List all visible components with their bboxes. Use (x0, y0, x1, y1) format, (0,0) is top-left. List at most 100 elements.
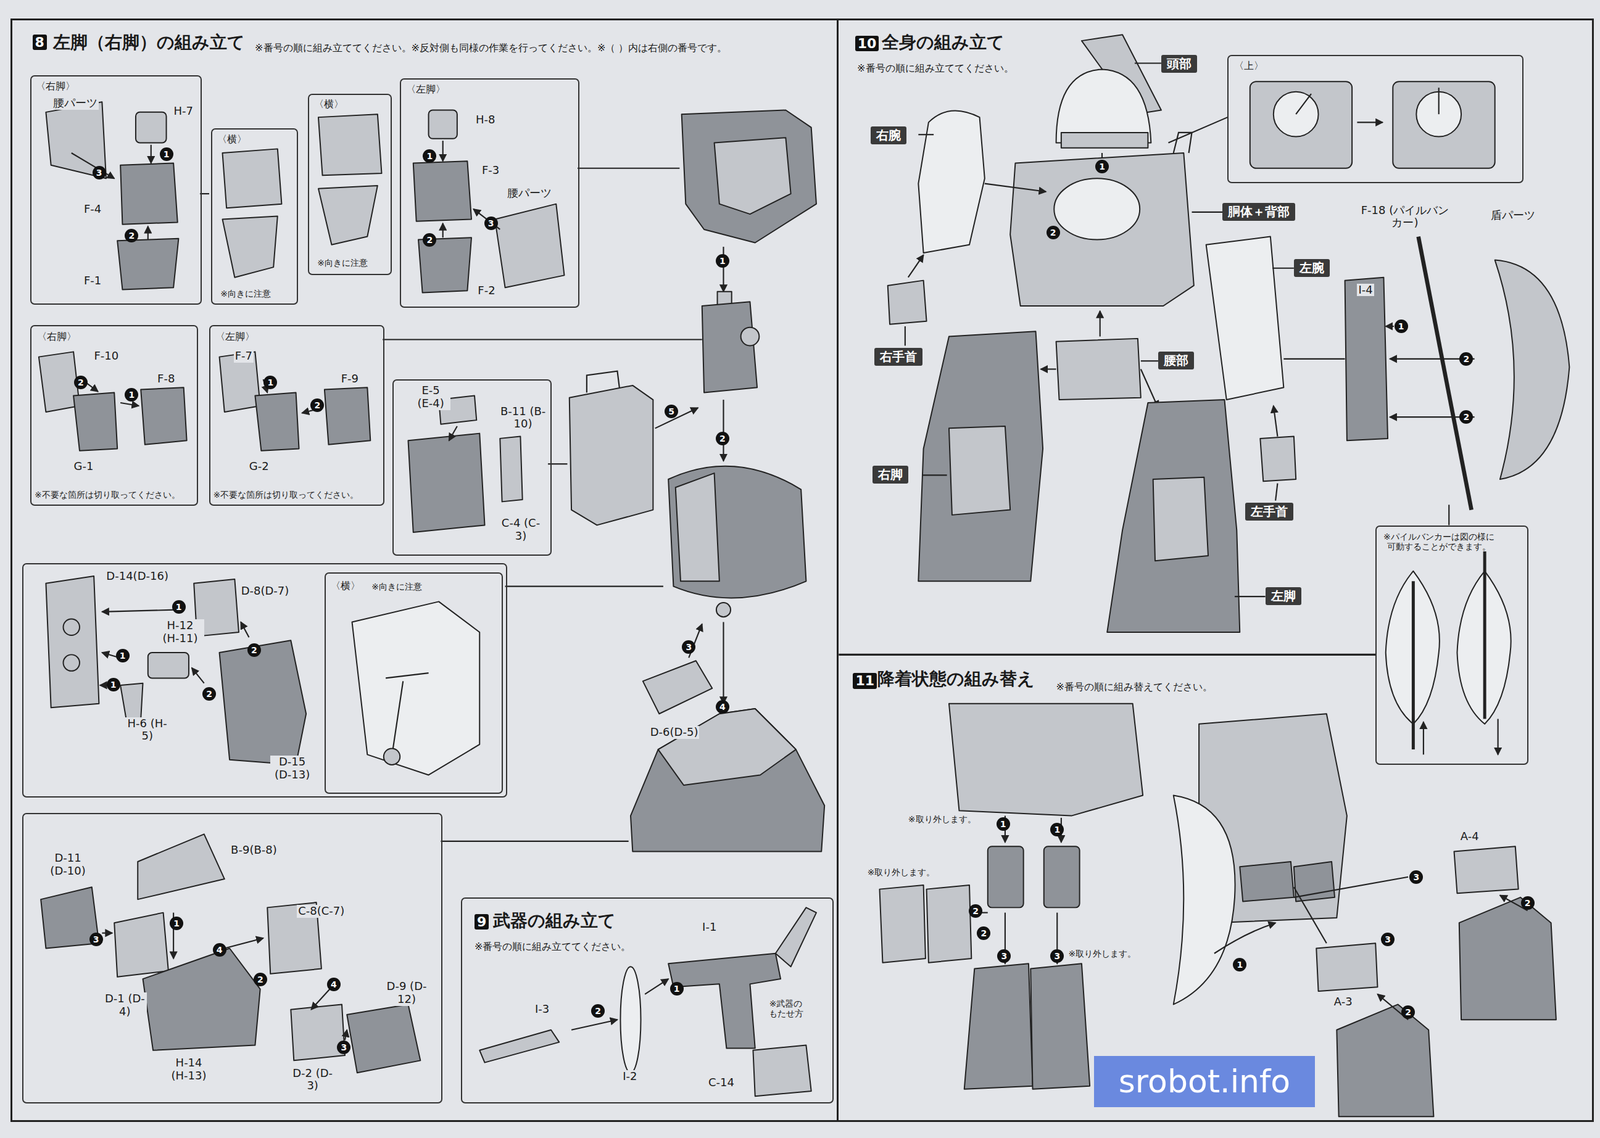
drawing-part (1153, 477, 1209, 562)
drawing-part (1056, 69, 1152, 143)
part-number: D-11 (D-10) (43, 852, 92, 878)
callout-number: 3 (484, 216, 498, 231)
drawing-part (219, 640, 307, 766)
callout-number: 1 (1050, 823, 1064, 837)
part-number: D-8(D-7) (240, 584, 291, 598)
drawing-part (63, 654, 80, 671)
detail-box: 〈左脚〉F-712F-9G-2※不要な箇所は切り取ってください。 (209, 325, 385, 506)
drawing-part (926, 885, 972, 964)
drawing-part (1295, 93, 1312, 115)
drawing-part (449, 426, 458, 441)
callout-number: 5 (664, 404, 679, 419)
drawing-part (1438, 87, 1440, 115)
label-box: 右脚 (872, 465, 909, 484)
part-number: A-3 (1332, 995, 1354, 1009)
callout-number: 2 (976, 926, 991, 941)
drawing-part (668, 466, 806, 599)
drawing-part (1214, 923, 1276, 954)
label-box: 右腕 (870, 126, 907, 145)
drawing-part (1422, 721, 1425, 755)
part-number: B-11 (B-10) (499, 405, 548, 431)
drawing-part (1030, 963, 1090, 1090)
drawing-part (630, 708, 825, 852)
detail-box: 〈右脚〉F-1021F-8G-1※不要な箇所は切り取ってください。 (30, 325, 198, 506)
callout-number: 2 (247, 643, 262, 658)
callout-number: 2 (310, 398, 324, 413)
callout-number: 2 (1401, 1005, 1415, 1020)
label-box: 左脚 (1265, 587, 1302, 606)
section-number: 10 (855, 35, 880, 52)
drawing-part (577, 167, 680, 170)
drawing-part (120, 402, 139, 407)
drawing-part (114, 913, 169, 978)
callout-number: 1 (159, 147, 174, 162)
drawing-part (1459, 897, 1557, 1020)
drawing-part (681, 110, 817, 244)
instruction-note: ※番号の順に組み立ててください。 (857, 62, 1014, 75)
drawing-part (413, 161, 472, 222)
drawing-part (716, 602, 731, 618)
view-label: 〈横〉 (314, 98, 344, 110)
part-number: 腰パーツ (505, 186, 553, 200)
detail-box: E-5 (E-4) B-11 (B-10) C-4 (C-3) (392, 379, 552, 556)
callout-number: 3 (681, 640, 696, 655)
label-box: 左手首 (1245, 502, 1294, 521)
drawing-part (318, 114, 382, 176)
callout-number: 1 (263, 375, 278, 390)
callout-number: 1 (169, 916, 184, 931)
drawing-part (722, 246, 724, 292)
drawing-part (908, 254, 924, 278)
drawing-part (135, 112, 167, 144)
label-box: 胴体＋背部 (1222, 203, 1296, 221)
part-group-label: 左手首 (1250, 504, 1288, 519)
drawing-part (1010, 153, 1194, 307)
detail-box: 〈横〉※向きに注意 (324, 572, 503, 795)
part-number: D-9 (D-12) (382, 980, 431, 1006)
drawing-part (63, 619, 80, 636)
drawing-part (1275, 483, 1278, 502)
part-number: H-7 (172, 104, 195, 118)
drawing-part (499, 436, 523, 503)
drawing-part (407, 433, 485, 533)
drawing-part (741, 327, 760, 347)
callout-number: 4 (715, 700, 730, 714)
drawing-part (1044, 846, 1080, 908)
drawing-part (1483, 545, 1487, 719)
drawing-part (1385, 325, 1394, 328)
part-number: E-5 (E-4) (410, 384, 450, 410)
drawing-part (494, 204, 564, 289)
drawing-part (1392, 81, 1495, 169)
part-number: C-4 (C-3) (499, 517, 544, 543)
section-panel: 11降着状態の組み替え※番号の順に組み替えてください。 (838, 655, 1594, 1123)
drawing-part (1273, 91, 1319, 137)
drawing-part (1173, 795, 1236, 1006)
detail-box: 〈上〉 (1227, 54, 1524, 184)
part-number: H-14 (H-13) (164, 1056, 214, 1083)
drawing-part (620, 966, 641, 1074)
knee-parts (38, 351, 371, 451)
caution-note: ※向きに注意 (220, 288, 271, 299)
part-group-label: 左脚 (1271, 589, 1296, 604)
drawing-part (1250, 81, 1352, 169)
drawing-part (569, 385, 654, 526)
callout-number: 2 (1521, 896, 1535, 911)
part-number: I-4 (1356, 283, 1374, 297)
drawing-part (120, 163, 178, 225)
drawing-part (101, 610, 176, 613)
drawing-part (922, 474, 948, 476)
drawing-part (1293, 862, 1335, 902)
part-number: H-6 (H-5) (125, 717, 170, 743)
part-number: H-8 (474, 113, 497, 127)
drawing-part (1356, 121, 1383, 123)
part-group-label: 左腕 (1299, 261, 1325, 276)
callout-number: 3 (997, 949, 1011, 964)
callout-number: 3 (92, 165, 107, 180)
callout-number: 1 (172, 600, 186, 614)
caution-note: ※取り外します。 (908, 814, 977, 825)
section-title: 左脚（右脚）の組み立て (53, 32, 245, 53)
part-number: G-1 (72, 460, 95, 474)
callout-number: 1 (106, 678, 121, 692)
drawing-part (918, 110, 985, 253)
section-number: 9 (474, 914, 489, 930)
detail-box: 9武器の組み立て※番号の順に組み立ててください。I-11I-32※武器の もたせ… (460, 897, 834, 1104)
